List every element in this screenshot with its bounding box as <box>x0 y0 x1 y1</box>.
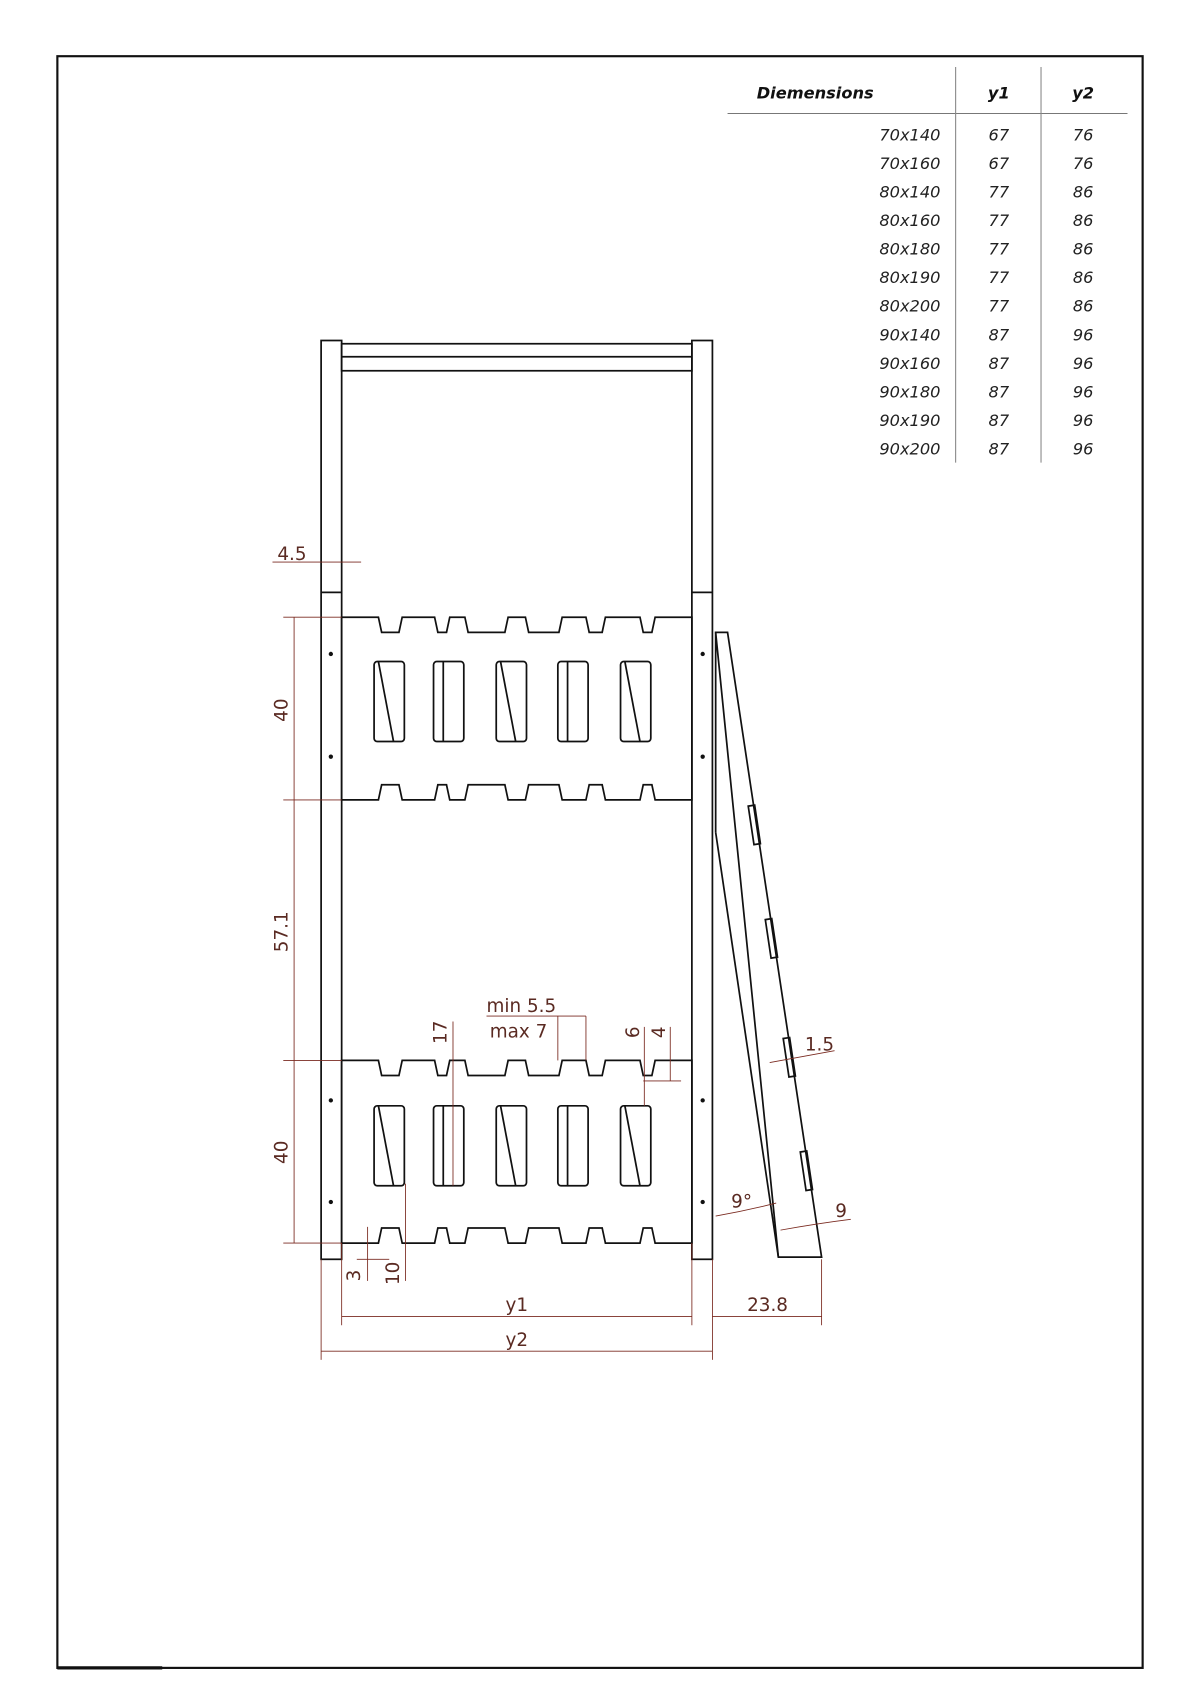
cell-size: 70x140 <box>879 126 940 145</box>
table-row: 70x160 67 76 <box>879 154 1093 173</box>
upper-panel <box>340 616 693 801</box>
table-row: 70x140 67 76 <box>879 126 1093 145</box>
screw-hole <box>328 651 334 657</box>
dim-notch-small: 4 <box>649 1026 670 1038</box>
screw-hole <box>700 1199 705 1205</box>
table-header-y1: y1 <box>988 83 1010 102</box>
cell-y2: 86 <box>1073 240 1094 259</box>
dim-rung-thickness: 1.5 <box>805 1035 834 1056</box>
cell-y2: 86 <box>1073 183 1094 202</box>
sheet-frame <box>56 55 1144 1669</box>
dimension-lines: 4.5 40 57.1 40 min 5.5 max 7 17 6 4 3 10… <box>272 544 851 1360</box>
ladder-rung <box>799 1150 814 1192</box>
ladder-rung <box>747 804 762 846</box>
cell-size: 80x140 <box>879 183 940 202</box>
cell-y2: 86 <box>1073 297 1094 316</box>
dim-bottom-gap: 10 <box>383 1262 404 1285</box>
dim-ladder-depth: 23.8 <box>747 1295 788 1316</box>
screw-hole <box>328 1098 334 1103</box>
cell-y1: 87 <box>989 325 1010 344</box>
cell-y2: 86 <box>1073 211 1094 230</box>
table-row: 90x200 87 96 <box>879 439 1093 458</box>
ladder-rung <box>764 917 779 960</box>
dim-slot-min: min 5.5 <box>487 996 557 1017</box>
cell-y1: 87 <box>989 354 1010 373</box>
cell-y1: 77 <box>989 183 1010 202</box>
cell-y2: 76 <box>1073 154 1094 173</box>
table-row: 80x190 77 86 <box>879 268 1093 287</box>
cell-y2: 96 <box>1073 439 1094 458</box>
screw-hole <box>328 754 334 759</box>
table-header-dimensions: Diemensions <box>757 83 874 102</box>
cell-y1: 87 <box>989 382 1010 401</box>
table-row: 90x160 87 96 <box>879 354 1093 373</box>
slot <box>373 660 406 743</box>
dim-ladder-width: 9 <box>835 1201 847 1222</box>
cell-size: 80x190 <box>879 268 940 287</box>
table-row: 80x200 77 86 <box>879 297 1093 316</box>
table-row: 90x140 87 96 <box>879 325 1093 344</box>
right-post <box>691 339 714 1261</box>
dim-gap: 57.1 <box>272 911 293 952</box>
ladder-rung <box>782 1036 797 1078</box>
cell-y1: 77 <box>989 297 1010 316</box>
slot <box>432 660 465 743</box>
cell-y1: 67 <box>989 126 1010 145</box>
screw-hole <box>700 1098 705 1103</box>
ladder-side <box>714 631 823 1259</box>
slot <box>373 1104 406 1187</box>
table-row: 80x180 77 86 <box>879 240 1093 259</box>
cell-size: 90x160 <box>879 354 940 373</box>
dim-upper-panel: 40 <box>272 698 293 721</box>
slot <box>495 660 528 743</box>
dimensions-table: Diemensions y1 y2 70x140 67 76 70x160 67 76 80… <box>727 67 1128 463</box>
dim-post-width: 4.5 <box>277 544 306 565</box>
dim-lower-panel: 40 <box>272 1141 293 1164</box>
table-row: 80x140 77 86 <box>879 183 1093 202</box>
cell-y2: 96 <box>1073 382 1094 401</box>
dim-bottom-offset: 3 <box>344 1270 365 1282</box>
dim-ladder-angle: 9° <box>731 1191 752 1212</box>
cell-size: 90x180 <box>879 382 940 401</box>
cell-size: 90x140 <box>879 325 940 344</box>
table-row: 90x180 87 96 <box>879 382 1093 401</box>
dim-slot-height: 17 <box>431 1021 452 1044</box>
cell-size: 70x160 <box>879 154 940 173</box>
screw-hole <box>328 1199 334 1205</box>
dim-outer-width: y2 <box>505 1330 528 1351</box>
cell-y1: 77 <box>989 211 1010 230</box>
cell-size: 90x190 <box>879 411 940 430</box>
dim-notch-depth: 6 <box>623 1026 644 1038</box>
cell-y2: 96 <box>1073 411 1094 430</box>
cell-y2: 96 <box>1073 354 1094 373</box>
screw-hole <box>700 754 705 759</box>
cell-y1: 77 <box>989 240 1010 259</box>
slot <box>495 1104 528 1187</box>
slot <box>556 660 589 743</box>
slot <box>619 660 652 743</box>
dim-inner-width: y1 <box>505 1295 528 1316</box>
cell-y1: 87 <box>989 439 1010 458</box>
cell-size: 90x200 <box>879 439 940 458</box>
cell-y2: 76 <box>1073 126 1094 145</box>
cell-size: 80x160 <box>879 211 940 230</box>
lower-panel <box>340 1059 693 1244</box>
table-row: 90x190 87 96 <box>879 411 1093 430</box>
cell-y2: 86 <box>1073 268 1094 287</box>
slot <box>619 1104 652 1187</box>
cell-y1: 77 <box>989 268 1010 287</box>
slot <box>556 1104 589 1187</box>
table-header-y2: y2 <box>1072 83 1094 102</box>
dim-slot-max: max 7 <box>490 1022 548 1043</box>
cell-size: 80x180 <box>879 240 940 259</box>
table-row: 80x160 77 86 <box>879 211 1093 230</box>
cell-y1: 87 <box>989 411 1010 430</box>
screw-hole <box>700 651 705 657</box>
cell-size: 80x200 <box>879 297 940 316</box>
cell-y1: 67 <box>989 154 1010 173</box>
cell-y2: 96 <box>1073 325 1094 344</box>
slot <box>432 1104 465 1187</box>
